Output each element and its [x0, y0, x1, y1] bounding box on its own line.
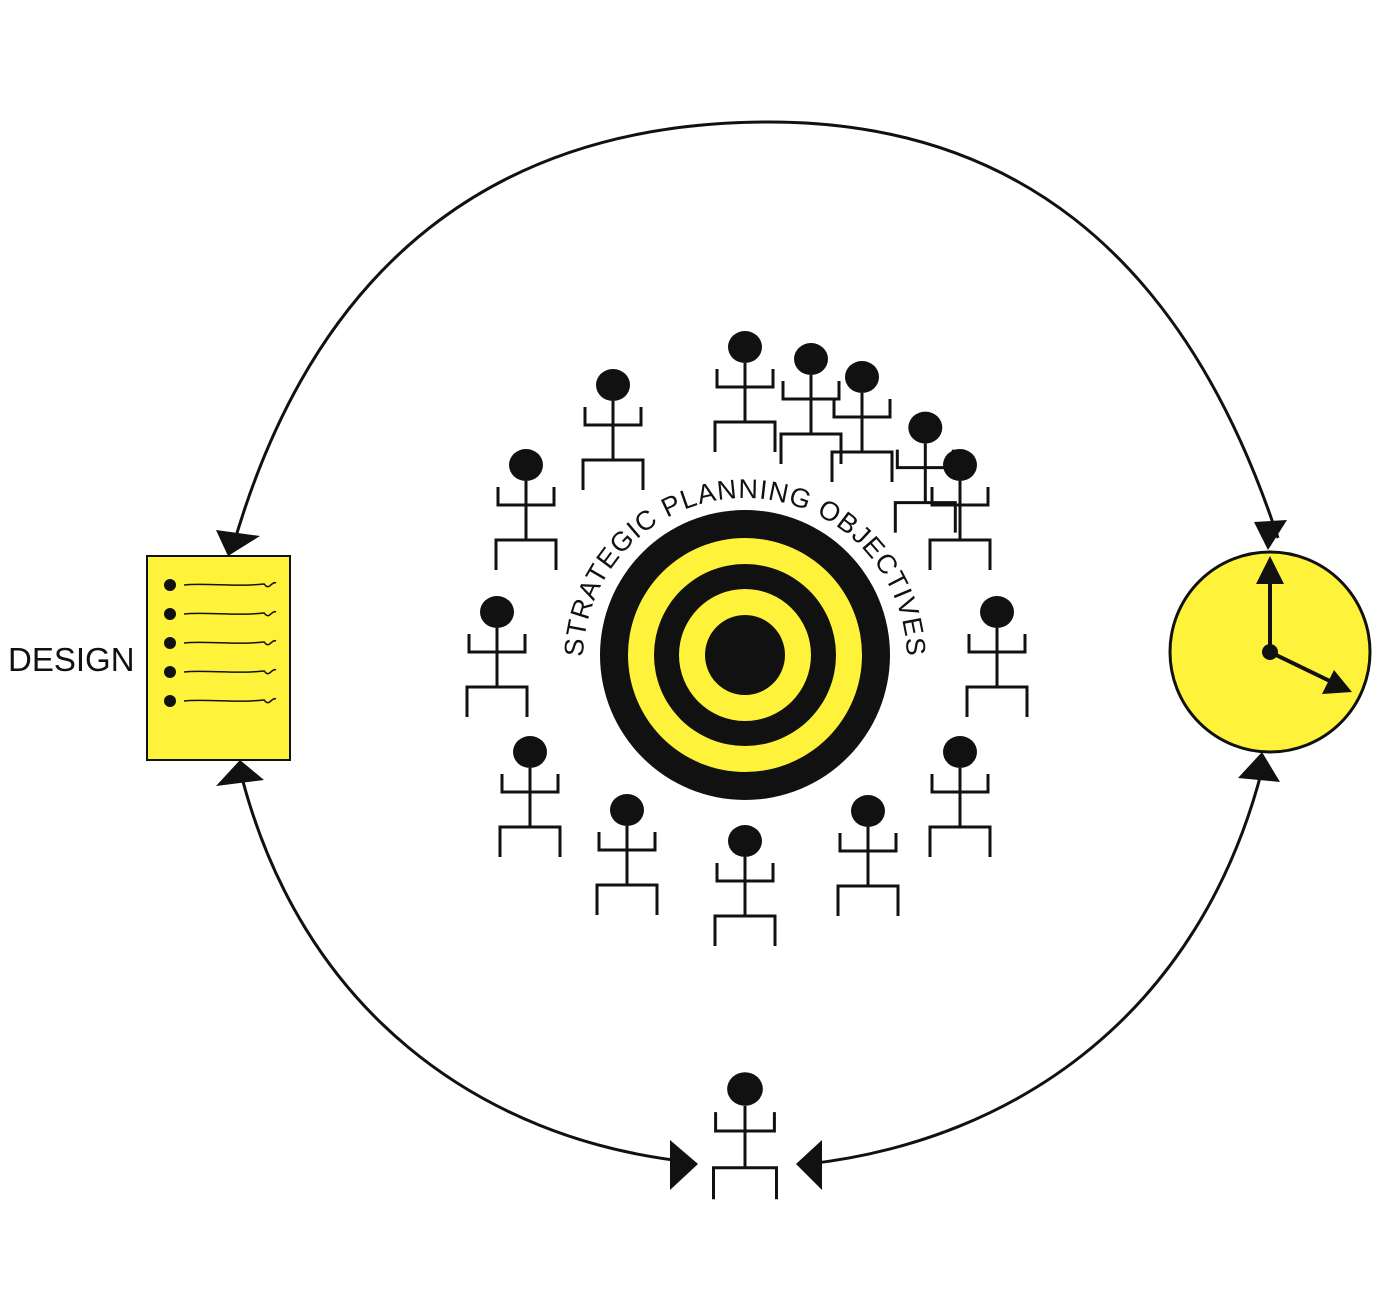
person-head: [509, 449, 543, 481]
person-legs: [965, 685, 1029, 717]
person-head: [845, 361, 879, 393]
document-text-line: [183, 697, 277, 704]
arrowhead-into-document: [216, 530, 260, 556]
stick-figure-person-icon: [465, 596, 529, 717]
cycle-arrows: [216, 120, 1287, 1190]
person-head: [980, 596, 1014, 628]
stick-figure-person-icon: [928, 736, 992, 857]
person-arms: [930, 487, 990, 507]
stick-figure-person-icon: [713, 331, 777, 452]
stick-figure-person-icon: [494, 449, 558, 570]
arrowhead-into-document-bottom: [216, 760, 264, 786]
person-legs: [465, 685, 529, 717]
person-arms: [715, 369, 775, 389]
person-arms: [496, 487, 556, 507]
person-arms: [967, 634, 1027, 654]
person-legs: [928, 538, 992, 570]
person-head: [793, 343, 828, 376]
arrowhead-into-person-right: [796, 1140, 822, 1190]
arc-clock-to-person-arrow: [807, 769, 1264, 1166]
person-legs: [498, 825, 562, 857]
person-legs: [779, 432, 843, 465]
person-legs: [712, 1166, 778, 1200]
target-node: STRATEGIC PLANNING OBJECTIVES: [559, 474, 930, 800]
person-arms: [838, 833, 898, 853]
person-arms: [930, 774, 990, 794]
person-arms: [715, 863, 775, 883]
person-head: [610, 794, 644, 826]
clock-minute-hand: [1269, 650, 1337, 686]
stick-figure-person-icon: [928, 449, 992, 570]
arc-clock-to-document-arrow: [230, 120, 1280, 551]
document-bullet-dot: [164, 608, 176, 620]
person-legs: [713, 914, 777, 946]
person-head: [851, 795, 885, 827]
person-head: [943, 449, 977, 481]
arc-document-to-person-arrow: [238, 769, 691, 1164]
person-legs: [494, 538, 558, 570]
stick-figure-person-icon: [712, 1072, 778, 1200]
stick-figure-person-icon: [581, 369, 645, 490]
clock-center-pin: [1262, 644, 1278, 660]
person-arms: [714, 1112, 776, 1133]
people-around-target: [465, 331, 1029, 946]
person-legs: [595, 883, 659, 915]
cycle-person-node: [712, 1072, 778, 1200]
document-bullet-dot: [164, 666, 176, 678]
person-legs: [581, 458, 645, 490]
design-label: DESIGN: [8, 641, 135, 678]
clock-minute-hand-tip: [1322, 670, 1352, 694]
target-ring: [705, 615, 785, 695]
document-bullet-dot: [164, 695, 176, 707]
person-arms: [583, 407, 643, 427]
document-bullet-dot: [164, 579, 176, 591]
stick-figure-person-icon: [893, 411, 957, 533]
person-head: [908, 411, 943, 444]
clock-node: [1168, 550, 1372, 754]
person-legs: [836, 884, 900, 916]
stick-figure-person-icon: [498, 736, 562, 857]
document-text-line: [183, 639, 277, 646]
person-arms: [597, 832, 657, 852]
design-node: DESIGN: [8, 555, 291, 761]
person-legs: [713, 420, 777, 452]
person-head: [513, 736, 547, 768]
person-arms: [500, 774, 560, 794]
bulleted-document-icon: [146, 555, 291, 761]
arrowhead-into-clock-bottom: [1238, 752, 1280, 782]
stick-figure-person-icon: [965, 596, 1029, 717]
person-arms: [895, 449, 955, 470]
document-text-line: [183, 668, 277, 675]
person-head: [728, 825, 762, 857]
document-bullet-dot: [164, 637, 176, 649]
clock-hour-hand-tip: [1256, 556, 1284, 584]
bullseye-target-icon: [600, 510, 890, 800]
stick-figure-person-icon: [830, 361, 894, 482]
person-legs: [830, 450, 894, 482]
document-text-line: [183, 581, 277, 588]
stick-figure-person-icon: [595, 794, 659, 915]
stick-figure-person-icon: [713, 825, 777, 946]
stick-figure-person-icon: [779, 343, 843, 465]
person-arms: [467, 634, 527, 654]
person-legs: [928, 825, 992, 857]
person-arms: [832, 399, 892, 419]
arrowhead-into-clock: [1254, 520, 1287, 550]
person-legs: [893, 501, 957, 533]
person-head: [596, 369, 630, 401]
arrowhead-into-person-left: [670, 1140, 698, 1190]
stick-figure-person-icon: [836, 795, 900, 916]
person-head: [943, 736, 977, 768]
document-text-line: [183, 610, 277, 617]
person-arms: [781, 381, 841, 401]
person-head: [728, 331, 762, 363]
person-head: [480, 596, 514, 628]
clock-icon: [1168, 550, 1372, 754]
person-head: [727, 1072, 763, 1106]
